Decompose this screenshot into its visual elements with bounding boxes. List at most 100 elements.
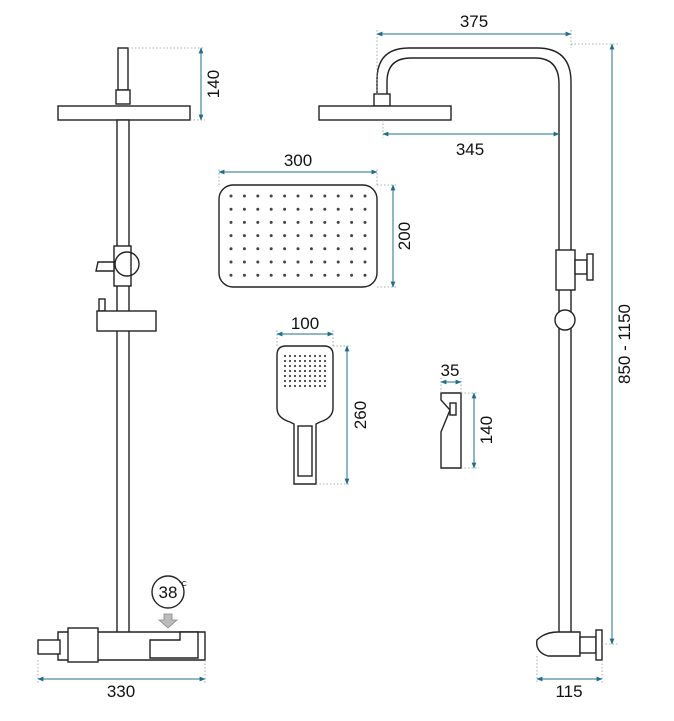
nozzle-dot [283,247,287,251]
nozzle-dot [256,247,260,251]
nozzle-dot [229,234,233,238]
nozzle-dot [350,273,354,277]
nozzle-dot [298,354,302,358]
nozzle-dot [293,364,297,368]
nozzle-dot [242,247,246,251]
nozzle-dot [363,207,367,211]
nozzle-dot [303,359,307,363]
nozzle-dot [283,364,287,368]
nozzle-dot [323,220,327,224]
nozzle-dot [323,384,327,388]
nozzle-dot [336,273,340,277]
nozzle-dot [283,207,287,211]
nozzle-dot [336,234,340,238]
nozzle-dot [256,207,260,211]
thermostat-display-value: 38 [159,583,178,602]
nozzle-dot [308,384,312,388]
nozzle-dot [363,220,367,224]
nozzle-dot [303,364,307,368]
nozzle-dot [229,260,233,264]
nozzle-dot [293,374,297,378]
thermostat-display-unit: °C [179,580,187,588]
nozzle-dot [293,369,297,373]
dimension-left-head-height: 140 [204,70,223,98]
dimension-holder-height: 140 [477,416,496,444]
top-pipe-stub [117,47,129,91]
thermostat-side-connector [579,636,597,654]
nozzle-dot [363,273,367,277]
nozzle-dot [313,374,317,378]
nozzle-dot [350,247,354,251]
nozzle-dot [303,379,307,383]
nozzle-dot [350,194,354,198]
nozzle-dot [350,207,354,211]
nozzle-dot [288,369,292,373]
nozzle-dot [293,379,297,383]
dimension-rain-head-depth: 200 [395,222,414,250]
nozzle-dot [323,379,327,383]
nozzle-dot [298,379,302,383]
nozzle-dot [242,260,246,264]
dimension-thermostat-width: 330 [107,682,135,701]
nozzle-dot [256,220,260,224]
hand-shower-nozzles [283,354,327,388]
shower-arm-outer [376,47,572,640]
nozzle-dot [363,234,367,238]
nozzle-dot [296,194,300,198]
nozzle-dot [318,384,322,388]
nozzle-dot [323,207,327,211]
nozzle-dot [283,234,287,238]
nozzle-dot [283,273,287,277]
diverter-knob-side [586,253,594,281]
nozzle-dot [288,354,292,358]
diverter-lever [95,261,115,272]
nozzle-dot [293,359,297,363]
down-arrow-icon [157,613,179,629]
nozzle-dot [269,273,273,277]
nozzle-dot [318,359,322,363]
nozzle-dot [229,220,233,224]
nozzle-dot [283,359,287,363]
nozzle-dot [283,354,287,358]
nozzle-dot [309,260,313,264]
nozzle-dot [229,247,233,251]
front-view: 38 °C 140 330 [37,47,223,701]
nozzle-dot [323,354,327,358]
nozzle-dot [288,384,292,388]
digital-temperature-display-icon [151,575,185,609]
nozzle-dot [288,364,292,368]
rain-head-side-right [318,105,452,121]
hand-shower-view: 100 260 [276,314,370,485]
nozzle-dot [309,207,313,211]
nozzle-dot [242,194,246,198]
shower-arm-inner [386,57,560,640]
head-connector [115,89,131,105]
nozzle-dot [336,194,340,198]
rain-head-side [57,105,191,121]
diverter-knob [114,251,140,277]
nozzle-dot [283,369,287,373]
nozzle-dot [269,260,273,264]
nozzle-dot [309,273,313,277]
nozzle-dot [296,220,300,224]
slider-holder [96,310,157,332]
nozzle-dot [363,247,367,251]
hand-shower-handle-inset [297,425,313,477]
nozzle-dot [363,194,367,198]
slider-pin [98,298,106,312]
nozzle-dot [256,234,260,238]
nozzle-dot [269,207,273,211]
nozzle-dot [256,194,260,198]
nozzle-dot [318,354,322,358]
wall-flange [595,629,603,661]
dimension-wall-projection: 115 [555,682,582,701]
nozzle-dot [229,207,233,211]
nozzle-dot [283,220,287,224]
nozzle-dot [323,369,327,373]
thermostat-left-end [37,639,61,655]
nozzle-dot [336,207,340,211]
nozzle-dot [296,234,300,238]
nozzle-dot [323,374,327,378]
dimension-hand-shower-length: 260 [351,401,370,429]
